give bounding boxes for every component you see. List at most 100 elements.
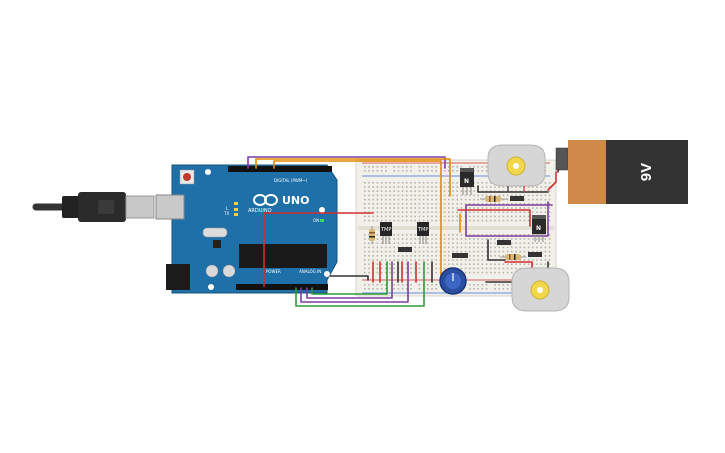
breadboard-hole	[469, 255, 471, 257]
breadboard-hole	[498, 207, 500, 209]
mosfet[interactable]: N	[532, 215, 546, 242]
breadboard-hole	[532, 186, 534, 188]
breadboard-hole	[410, 198, 412, 201]
wire-purple[interactable]	[306, 261, 393, 299]
breadboard-hole	[519, 203, 521, 205]
arduino-brand-label: ARDUINO	[248, 208, 272, 214]
wire-red-5v[interactable]	[263, 212, 374, 287]
breadboard-hole	[473, 211, 475, 213]
breadboard-hole	[380, 219, 383, 222]
breadboard-hole	[456, 242, 458, 244]
temperature-sensor[interactable]: TMP	[380, 222, 392, 244]
breadboard-hole	[364, 215, 366, 218]
breadboard-hole	[477, 263, 479, 265]
breadboard-hole	[427, 207, 429, 209]
breadboard-hole	[364, 186, 366, 188]
mosfet[interactable]: N	[460, 168, 474, 195]
breadboard-hole	[502, 284, 505, 286]
wire-black[interactable]	[487, 239, 506, 261]
breadboard-hole	[385, 284, 387, 286]
breadboard-hole	[448, 211, 450, 213]
resistor[interactable]	[497, 240, 511, 245]
resistor[interactable]	[500, 254, 526, 260]
breadboard-hole	[443, 215, 446, 218]
breadboard-hole	[536, 207, 538, 209]
sensor-label: TMP	[380, 227, 391, 233]
capacitor	[222, 264, 236, 278]
diode[interactable]	[510, 196, 524, 201]
breadboard-hole	[502, 255, 505, 257]
resistor[interactable]	[398, 247, 412, 252]
breadboard-hole	[523, 198, 526, 201]
breadboard-hole	[422, 246, 425, 249]
breadboard-hole	[448, 242, 450, 244]
breadboard-hole	[456, 207, 458, 209]
breadboard-hole	[422, 203, 425, 205]
breadboard-hole	[401, 242, 404, 244]
resistor[interactable]	[480, 196, 508, 202]
breadboard-hole	[376, 182, 379, 184]
breadboard-hole	[414, 190, 416, 192]
wire-purple[interactable]	[300, 261, 409, 303]
wire-green[interactable]	[311, 261, 388, 295]
breadboard-hole	[364, 166, 366, 168]
breadboard-hole	[481, 182, 484, 184]
potentiometer[interactable]	[439, 267, 467, 295]
wire-purple[interactable]	[465, 204, 553, 217]
wire-red[interactable]	[457, 209, 531, 227]
breadboard-hole	[368, 271, 370, 274]
breadboard-hole	[502, 203, 505, 205]
battery-9v[interactable]: 9V	[555, 140, 688, 204]
breadboard-hole	[410, 259, 412, 261]
breadboard-hole	[372, 242, 374, 244]
reset-button[interactable]	[183, 173, 191, 181]
breadboard-hole	[515, 250, 517, 253]
breadboard-hole	[452, 246, 454, 249]
breadboard-hole	[380, 186, 383, 188]
breadboard-hole	[380, 170, 383, 172]
breadboard-hole	[418, 267, 421, 270]
wire-green[interactable]	[295, 261, 425, 307]
breadboard-hole	[485, 182, 488, 184]
breadboard-hole	[435, 198, 437, 201]
breadboard-hole	[498, 194, 500, 197]
breadboard-hole	[460, 259, 463, 261]
breadboard-hole	[481, 219, 484, 222]
resistor[interactable]	[452, 253, 468, 258]
mounting-hole	[324, 271, 330, 277]
dc-motor-top[interactable]	[487, 144, 546, 192]
wire-red-battery[interactable]	[547, 171, 557, 191]
wire-orange[interactable]	[273, 160, 442, 169]
breadboard-hole	[380, 255, 383, 257]
resistor[interactable]	[369, 226, 375, 244]
breadboard-hole	[380, 246, 383, 249]
wire-black-gnd[interactable]	[329, 275, 369, 281]
breadboard-hole	[364, 250, 366, 253]
breadboard-hole	[418, 250, 421, 253]
breadboard-hole	[456, 166, 458, 168]
wire-purple[interactable]	[465, 201, 549, 237]
breadboard-hole	[431, 288, 433, 290]
breadboard-hole	[511, 242, 513, 244]
diode[interactable]	[528, 252, 542, 257]
breadboard-hole	[385, 170, 387, 172]
breadboard-hole	[448, 250, 450, 253]
breadboard-hole	[452, 219, 454, 222]
temperature-sensor[interactable]: TMP	[417, 222, 429, 244]
breadboard-hole	[527, 215, 530, 218]
breadboard-hole	[435, 242, 437, 244]
breadboard-hole	[548, 198, 551, 201]
breadboard-hole	[380, 166, 383, 168]
breadboard-hole	[389, 186, 391, 188]
breadboard-hole	[414, 246, 416, 249]
usb-cable[interactable]	[32, 192, 155, 222]
wire-red[interactable]	[504, 261, 533, 269]
breadboard-hole	[540, 198, 542, 201]
breadboard-hole	[406, 238, 408, 240]
arduino-uno-board[interactable]: ARDUINO UNO DIGITAL (PWM~) ANALOG IN POW…	[155, 164, 338, 294]
wire-black[interactable]	[477, 185, 549, 193]
dc-motor-bottom[interactable]	[511, 267, 570, 312]
breadboard-hole	[410, 166, 412, 168]
wire-orange[interactable]	[255, 158, 451, 197]
wire-purple[interactable]	[247, 156, 446, 169]
